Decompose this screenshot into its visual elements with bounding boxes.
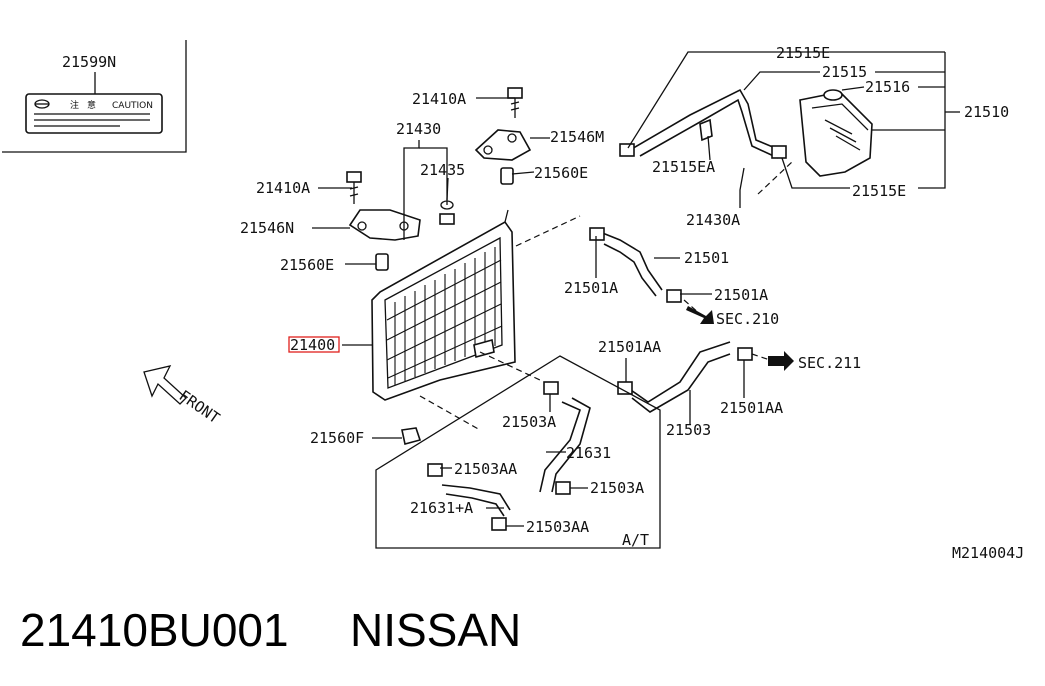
- label-at-box: A/T: [622, 531, 649, 549]
- label-sec211: SEC.211: [798, 354, 861, 372]
- callout-21501A-left: 21501A: [564, 279, 618, 297]
- footer-brand: NISSAN: [350, 604, 521, 656]
- label-sec210: SEC.210: [716, 310, 779, 328]
- grommet-21560E-top: [500, 167, 514, 185]
- svg-text:意: 意: [87, 99, 96, 111]
- reservoir-cap-21516: [823, 89, 843, 101]
- highlight-box-21400: [288, 336, 340, 353]
- clamp-21501AA-bottom: [737, 347, 753, 361]
- callout-21435: 21435: [420, 161, 465, 179]
- lower-hose-21503: [617, 341, 753, 413]
- bolt-21410A-left: [346, 171, 362, 204]
- reservoir-tank-21510: [799, 89, 873, 177]
- clamp-21503AA-top: [427, 463, 443, 477]
- arrow-sec210-icon: [686, 306, 714, 324]
- callout-21631A: 21631+A: [410, 499, 473, 517]
- front-arrow-icon: [143, 365, 187, 405]
- callout-21501A-right: 21501A: [714, 286, 768, 304]
- callout-21515: 21515: [822, 63, 867, 81]
- callout-21503AA-bottom: 21503AA: [526, 518, 589, 536]
- radiator-21400: [371, 209, 516, 401]
- arrow-sec211-icon: [768, 351, 794, 371]
- callout-21560F: 21560F: [310, 429, 364, 447]
- callout-21515E-top: 21515E: [776, 44, 830, 62]
- clamp-21501A-right: [666, 289, 682, 303]
- caution-label-inset: 21599N 注 意 CAUTION: [2, 40, 187, 153]
- callout-21430: 21430: [396, 120, 441, 138]
- at-cooler-hoses: [427, 381, 591, 531]
- clamp-21503A-top: [543, 381, 559, 395]
- callout-21400: 21400: [290, 336, 335, 354]
- callout-21599N: 21599N: [62, 53, 116, 71]
- callout-21546M: 21546M: [550, 128, 604, 146]
- callout-21503A-right: 21503A: [590, 479, 644, 497]
- clamp-21515E-bottom: [771, 145, 787, 159]
- clip-21515EA: [699, 118, 713, 142]
- callout-21501AA-top: 21501AA: [598, 338, 661, 356]
- callout-21560E-left: 21560E: [280, 256, 334, 274]
- mount-bracket-21546M: [474, 129, 532, 161]
- callout-21501: 21501: [684, 249, 729, 267]
- callout-21503A-top: 21503A: [502, 413, 556, 431]
- callout-21546N: 21546N: [240, 219, 294, 237]
- grommet-21560F: [401, 427, 422, 445]
- bolt-21410A-top: [507, 87, 523, 118]
- callout-21410A-left: 21410A: [256, 179, 310, 197]
- callout-21501AA-bottom: 21501AA: [720, 399, 783, 417]
- footer-part-number: 21410BU001: [20, 604, 289, 656]
- callout-21515E-bottom: 21515E: [852, 182, 906, 200]
- caution-text: CAUTION: [112, 101, 153, 111]
- callout-21503AA-top: 21503AA: [454, 460, 517, 478]
- clamp-21501A-left: [589, 227, 605, 241]
- svg-text:注: 注: [70, 99, 79, 111]
- mount-bracket-21546N: [348, 209, 421, 241]
- callout-21410A-top: 21410A: [412, 90, 466, 108]
- clamp-21515E-top: [619, 143, 635, 157]
- callout-21631: 21631: [566, 444, 611, 462]
- callout-21515EA: 21515EA: [652, 158, 715, 176]
- upper-hose-21501: [589, 227, 682, 303]
- clamp-21503A-right: [555, 481, 571, 495]
- callout-21510: 21510: [964, 103, 1009, 121]
- callout-21503: 21503: [666, 421, 711, 439]
- overflow-hose-21515: [619, 88, 787, 159]
- diagram-code: M214004J: [952, 544, 1024, 562]
- radiator-cap: [439, 213, 455, 225]
- callout-21516: 21516: [865, 78, 910, 96]
- grommet-21560E-left: [375, 253, 389, 271]
- front-label: FRONT: [176, 387, 223, 428]
- callout-21560E-top: 21560E: [534, 164, 588, 182]
- clamp-21503AA-bottom: [491, 517, 507, 531]
- callout-21430A: 21430A: [686, 211, 740, 229]
